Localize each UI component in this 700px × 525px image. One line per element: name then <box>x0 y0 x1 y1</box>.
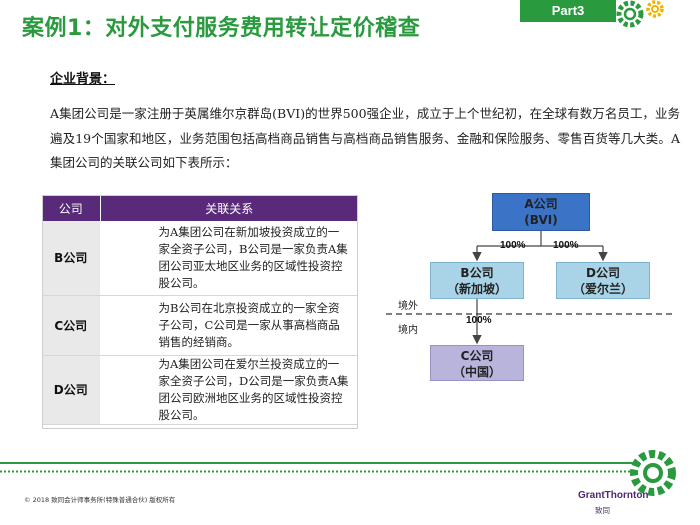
part-badge: Part3 <box>520 0 616 22</box>
header-company: 公司 <box>42 195 101 221</box>
org-box-a-place: (BVI) <box>524 213 558 227</box>
copyright-text: © 2018 致同会计师事务所(特殊普通合伙) 版权所有 <box>24 496 176 504</box>
company-cell: D公司 <box>42 355 101 425</box>
gear-small-icon <box>646 0 664 18</box>
page-title: 案例1：对外支付服务费用转让定价稽查 <box>22 16 421 41</box>
org-box-d-place: （爱尔兰） <box>572 282 633 296</box>
gear-icon <box>616 0 644 28</box>
org-box-c: C公司 （中国） <box>430 345 524 381</box>
pct-a-to-d: 100% <box>553 240 579 251</box>
gear-footer-icon <box>630 450 676 496</box>
background-heading: 企业背景： <box>50 72 116 87</box>
relation-cell: 为B公司在北京投资成立的一家全资子公司，C公司是一家从事高档商品销售的经销商。 <box>100 295 358 356</box>
org-box-a: A公司 (BVI) <box>492 193 590 231</box>
table-header-row: 公司 关联关系 <box>42 195 358 221</box>
grant-thornton-logo: GrantThornton <box>578 490 649 501</box>
org-box-b-name: B公司 <box>460 266 494 280</box>
org-box-d-name: D公司 <box>586 266 620 280</box>
table-row: B公司 为A集团公司在新加坡投资成立的一家全资子公司，B公司是一家负责A集团公司… <box>42 221 358 296</box>
company-cell: B公司 <box>42 221 101 296</box>
relation-cell: 为A集团公司在新加坡投资成立的一家全资子公司，B公司是一家负责A集团公司亚太地区… <box>100 221 358 296</box>
pct-a-to-b: 100% <box>500 240 526 251</box>
org-box-c-name: C公司 <box>460 349 494 363</box>
header-relation: 关联关系 <box>100 195 358 221</box>
inside-label: 境内 <box>398 325 418 336</box>
grant-thornton-logo-cn: 致同 <box>595 506 610 515</box>
org-box-b-place: （新加坡） <box>446 282 507 296</box>
related-company-table: 公司 关联关系 B公司 为A集团公司在新加坡投资成立的一家全资子公司，B公司是一… <box>42 195 358 425</box>
org-box-a-name: A公司 <box>524 197 558 211</box>
footer-dotted-line <box>0 470 640 473</box>
relation-cell: 为A集团公司在爱尔兰投资成立的一家全资子公司，D公司是一家负责A集团公司欧洲地区… <box>100 355 358 425</box>
table-row: D公司 为A集团公司在爱尔兰投资成立的一家全资子公司，D公司是一家负责A集团公司… <box>42 355 358 425</box>
org-box-c-place: （中国） <box>452 365 501 379</box>
org-box-b: B公司 （新加坡） <box>430 262 524 299</box>
table-row: C公司 为B公司在北京投资成立的一家全资子公司，C公司是一家从事高档商品销售的经… <box>42 295 358 356</box>
footer-divider <box>0 462 640 464</box>
outside-label: 境外 <box>398 301 418 312</box>
company-cell: C公司 <box>42 295 101 356</box>
background-text: A集团公司是一家注册于英属维尔京群岛(BVI)的世界500强企业，成立于上个世纪… <box>50 106 680 170</box>
pct-b-to-c: 100% <box>466 315 492 326</box>
org-box-d: D公司 （爱尔兰） <box>556 262 650 299</box>
